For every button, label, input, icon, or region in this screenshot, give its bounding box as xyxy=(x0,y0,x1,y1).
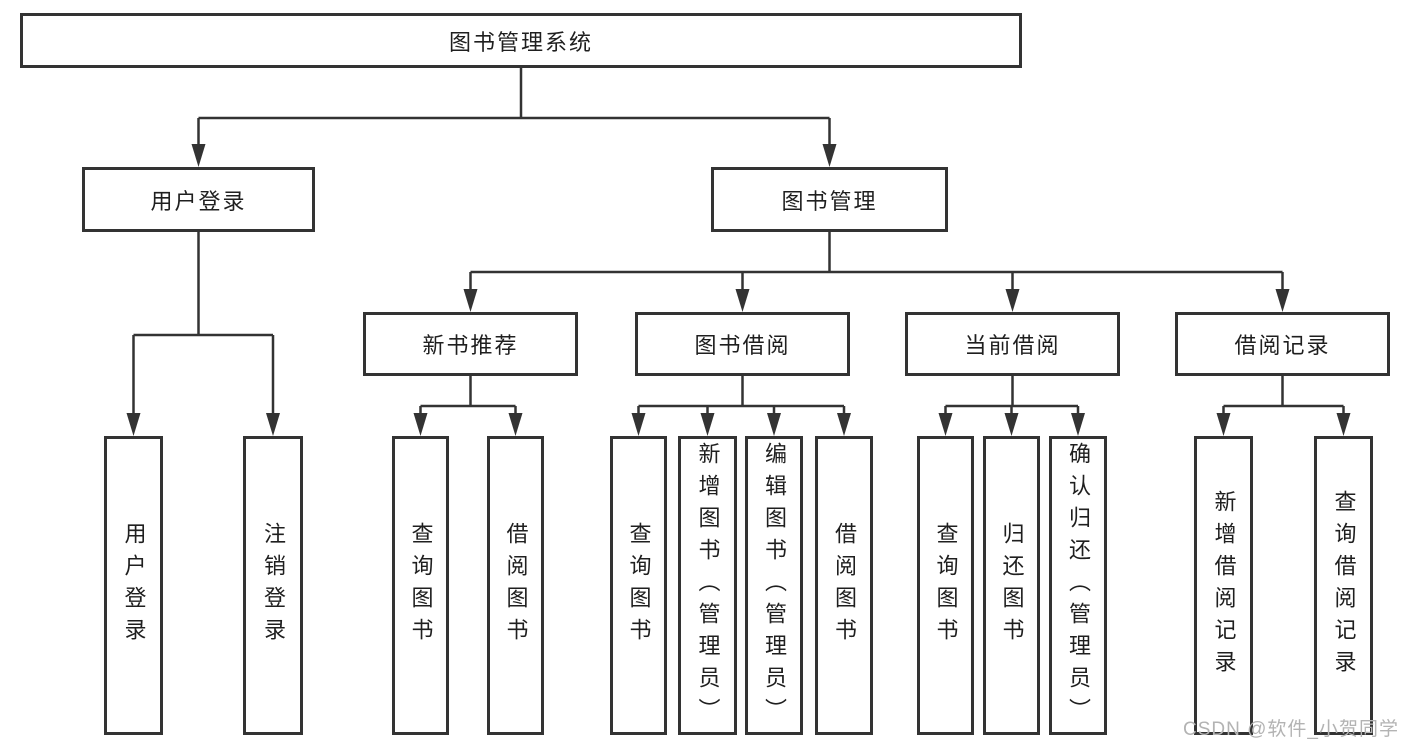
leaf-borrow-book-1: 借阅图书 xyxy=(487,436,544,735)
leaf-return-book: 归还图书 xyxy=(983,436,1040,735)
connector-user-login xyxy=(132,232,275,418)
leaf-add-book-admin-label: 新增图书（管理员） xyxy=(695,441,721,730)
leaf-add-book-admin: 新增图书（管理员） xyxy=(678,436,737,735)
node-current-borrow-label: 当前借阅 xyxy=(964,333,1061,358)
node-current-borrow: 当前借阅 xyxy=(905,312,1120,376)
leaf-edit-book-admin: 编辑图书（管理员） xyxy=(745,436,803,735)
leaf-return-book-label: 归还图书 xyxy=(999,521,1025,650)
leaf-edit-book-admin-label: 编辑图书（管理员） xyxy=(762,441,787,730)
leaf-borrow-book-2: 借阅图书 xyxy=(815,436,873,735)
node-root: 图书管理系统 xyxy=(20,13,1022,68)
leaf-query-book-1: 查询图书 xyxy=(392,436,449,735)
node-root-label: 图书管理系统 xyxy=(448,29,593,55)
leaf-query-book-1-label: 查询图书 xyxy=(408,521,434,650)
leaf-logout-label: 注销登录 xyxy=(261,521,286,650)
node-user-login: 用户登录 xyxy=(82,167,315,232)
leaf-user-login-label: 用户登录 xyxy=(121,521,147,650)
connector-borrow-record xyxy=(1222,376,1345,420)
connector-book-borrow xyxy=(637,376,846,420)
connector-book-management xyxy=(469,232,1284,295)
connector-new-book xyxy=(419,376,517,420)
node-borrow-record: 借阅记录 xyxy=(1175,312,1390,376)
leaf-query-borrow-record-label: 查询借阅记录 xyxy=(1331,489,1357,682)
leaf-query-book-3: 查询图书 xyxy=(917,436,974,735)
node-borrow-record-label: 借阅记录 xyxy=(1234,333,1331,358)
node-book-management-label: 图书管理 xyxy=(781,188,878,214)
node-new-book-recommend: 新书推荐 xyxy=(363,312,578,376)
leaf-user-login: 用户登录 xyxy=(104,436,163,735)
node-new-book-recommend-label: 新书推荐 xyxy=(422,333,519,358)
node-user-login-label: 用户登录 xyxy=(150,188,247,214)
arrowheads xyxy=(126,144,1351,436)
leaf-borrow-book-1-label: 借阅图书 xyxy=(503,521,529,650)
node-book-management: 图书管理 xyxy=(711,167,948,232)
node-book-borrow-label: 图书借阅 xyxy=(694,333,791,358)
connector-root xyxy=(197,68,831,150)
leaf-query-book-2-label: 查询图书 xyxy=(626,521,652,650)
leaf-add-borrow-record-label: 新增借阅记录 xyxy=(1211,489,1237,682)
leaf-logout: 注销登录 xyxy=(243,436,303,735)
leaf-add-borrow-record: 新增借阅记录 xyxy=(1194,436,1253,735)
leaf-confirm-return-admin: 确认归还（管理员） xyxy=(1049,436,1107,735)
csdn-watermark: CSDN @软件_小贺同学 xyxy=(1183,719,1399,740)
leaf-query-borrow-record: 查询借阅记录 xyxy=(1314,436,1373,735)
leaf-borrow-book-2-label: 借阅图书 xyxy=(832,521,857,650)
leaf-query-book-3-label: 查询图书 xyxy=(933,521,959,650)
leaf-confirm-return-admin-label: 确认归还（管理员） xyxy=(1066,441,1091,730)
node-book-borrow: 图书借阅 xyxy=(635,312,850,376)
leaf-query-book-2: 查询图书 xyxy=(610,436,667,735)
